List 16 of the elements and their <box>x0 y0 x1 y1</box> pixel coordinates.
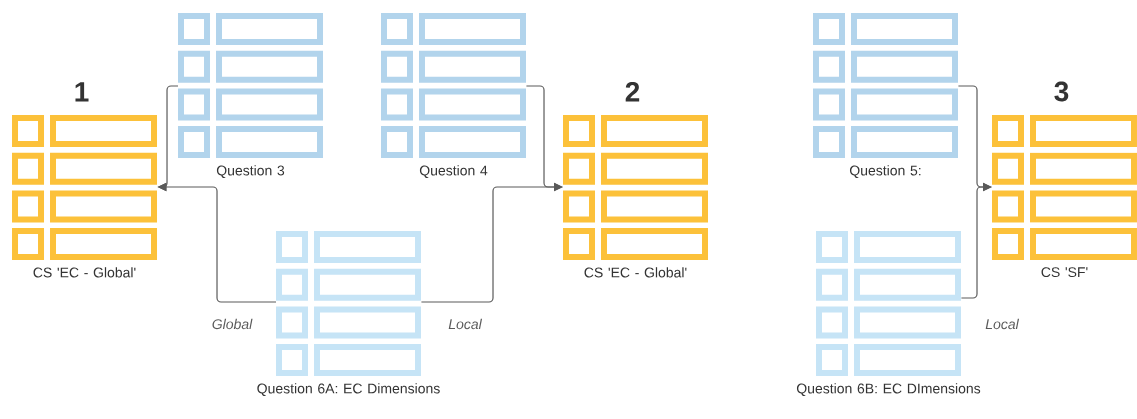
edge-label: Local <box>447 317 483 331</box>
edge-label: Local <box>984 317 1020 331</box>
node-label: CS 'EC - Global' <box>33 267 136 278</box>
node-label: CS 'SF' <box>1041 267 1088 278</box>
node-label: Question 5: <box>849 165 921 178</box>
step-number: 1 <box>75 82 89 102</box>
node-label: Question 4 <box>419 165 488 178</box>
node-label: Question 6B: EC DImensions <box>796 383 981 396</box>
node-label: Question 3 <box>216 165 285 178</box>
edge-label: Global <box>210 317 254 331</box>
arrow <box>420 182 563 303</box>
step-number: 2 <box>625 81 640 102</box>
arrow <box>960 182 992 299</box>
node-label: Question 6A: EC Dimensions <box>257 383 440 396</box>
step-number: 3 <box>1054 81 1069 102</box>
node-label: CS 'EC - Global' <box>584 267 687 278</box>
